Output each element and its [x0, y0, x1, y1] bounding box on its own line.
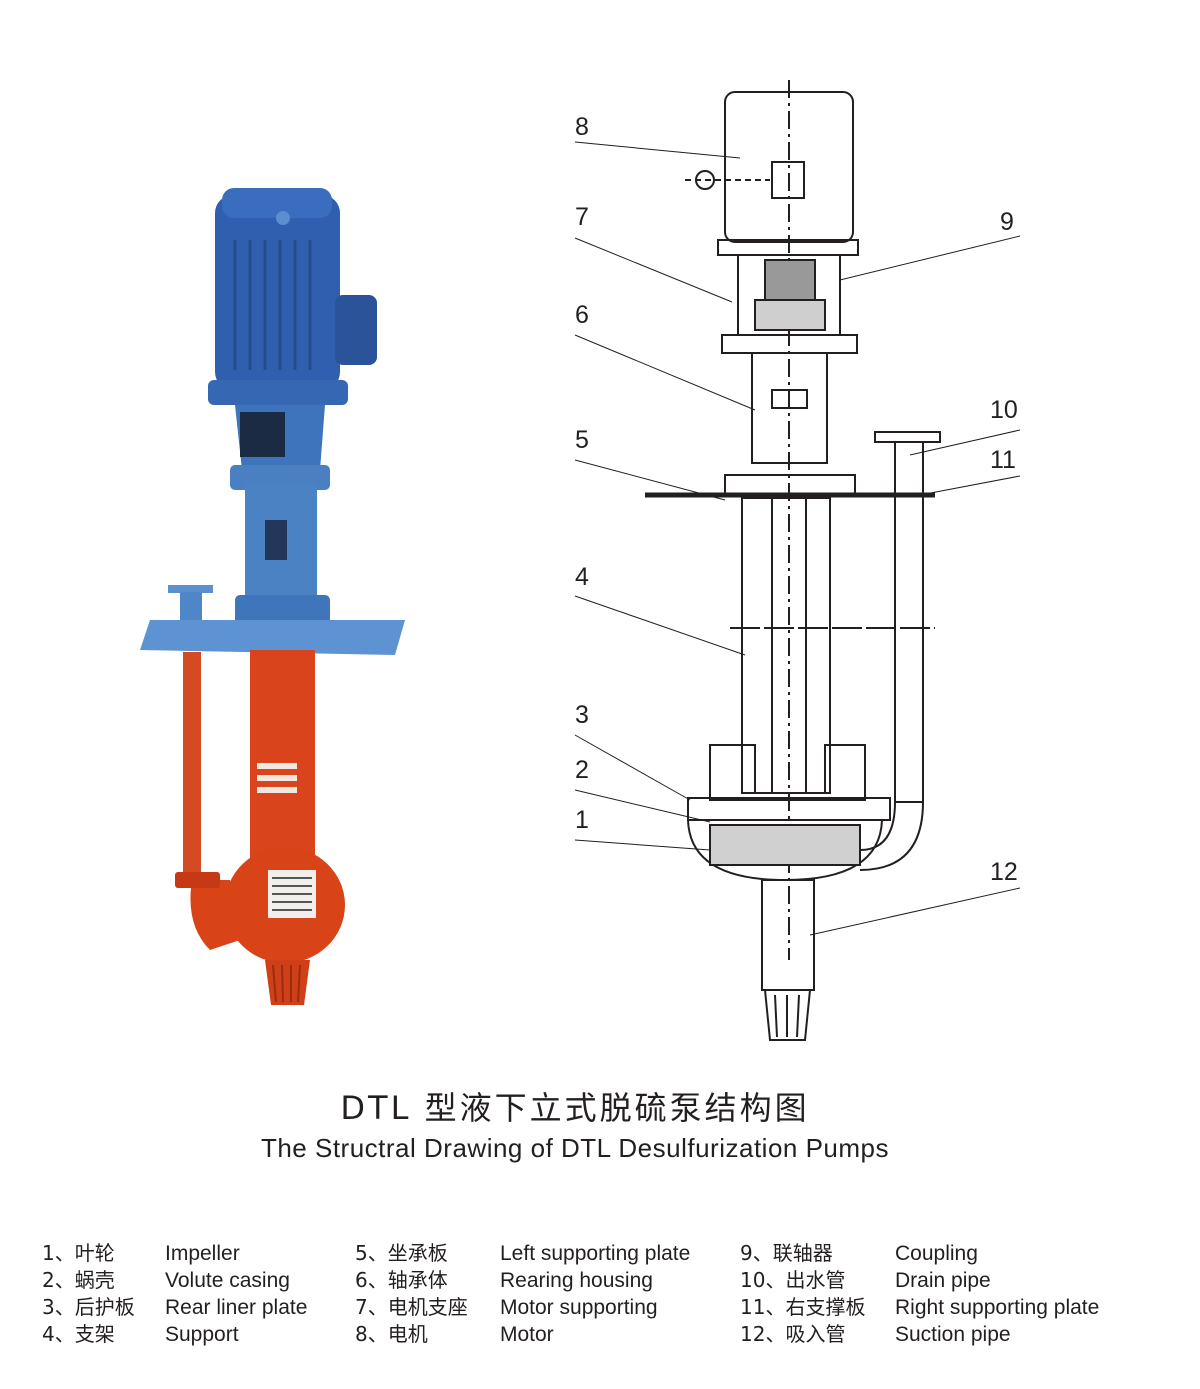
legend-item-en: Coupling	[895, 1242, 978, 1265]
callout-number: 5	[575, 426, 589, 454]
callout-number: 3	[575, 701, 589, 729]
motor-window	[771, 161, 805, 199]
legend-item-cn: 1、叶轮	[42, 1241, 115, 1265]
legend-item-cn: 7、电机支座	[355, 1295, 468, 1319]
title-chinese: DTL 型液下立式脱硫泵结构图	[340, 1089, 810, 1127]
callout-number: 7	[575, 203, 589, 231]
nameplate	[240, 412, 285, 457]
legend-item-en: Impeller	[165, 1242, 240, 1265]
legend-item-en: Suction pipe	[895, 1323, 1011, 1346]
legend-item-en: Rear liner plate	[165, 1296, 308, 1319]
callout-number: 9	[1000, 208, 1014, 236]
drain-pipe-outline	[894, 441, 924, 803]
motor-eyebolt	[276, 211, 290, 225]
legend-item-en: Volute casing	[165, 1269, 290, 1292]
legend-item-en: Support	[165, 1323, 239, 1346]
callout-number: 10	[990, 396, 1018, 424]
legend-item-cn: 10、出水管	[740, 1268, 846, 1292]
legend-item-en: Right supporting plate	[895, 1296, 1100, 1319]
title-english: The Structral Drawing of DTL Desulfuriza…	[260, 1133, 890, 1163]
callout-number: 6	[575, 301, 589, 329]
suction-strainer-outline	[763, 989, 812, 1041]
outlet-flange	[168, 585, 213, 593]
supporting-plate	[140, 620, 405, 655]
callout-number: 8	[575, 113, 589, 141]
support-column	[250, 650, 315, 860]
callout-number: 1	[575, 806, 589, 834]
callout-number: 12	[990, 858, 1018, 886]
legend-item-en: Motor	[500, 1323, 554, 1346]
support-collar	[230, 465, 330, 490]
terminal-box	[335, 295, 377, 365]
legend-item-en: Drain pipe	[895, 1269, 991, 1292]
legend-item-en: Motor supporting	[500, 1296, 658, 1319]
drain-pipe	[183, 652, 201, 882]
legend-item-cn: 6、轴承体	[355, 1268, 448, 1292]
legend-item-cn: 8、电机	[355, 1322, 428, 1346]
suction-strainer	[265, 960, 310, 1005]
motor-cap	[222, 188, 332, 218]
legend-item-en: Rearing housing	[500, 1269, 653, 1292]
legend-item-cn: 3、后护板	[42, 1295, 135, 1319]
legend-item-cn: 11、右支撑板	[740, 1295, 866, 1319]
bearing-housing-outline	[751, 352, 828, 464]
legend-item-cn: 2、蜗壳	[42, 1268, 115, 1292]
legend-item-cn: 4、支架	[42, 1322, 115, 1346]
pump-photo	[140, 188, 405, 1005]
callout-number: 4	[575, 563, 589, 591]
bearing-label	[265, 520, 287, 560]
volute-flange	[175, 872, 220, 888]
outlet-neck	[180, 592, 202, 622]
volute-outline	[709, 744, 866, 801]
legend-item-en: Left supporting plate	[500, 1242, 691, 1265]
motor-flange	[208, 380, 348, 405]
drain-flange	[874, 431, 941, 443]
callout-number: 11	[990, 446, 1016, 474]
legend-item-cn: 5、坐承板	[355, 1241, 448, 1265]
callout-number: 2	[575, 756, 589, 784]
legend-item-cn: 9、联轴器	[740, 1241, 833, 1265]
volute-outlet	[190, 880, 240, 950]
legend-item-cn: 12、吸入管	[740, 1322, 846, 1346]
